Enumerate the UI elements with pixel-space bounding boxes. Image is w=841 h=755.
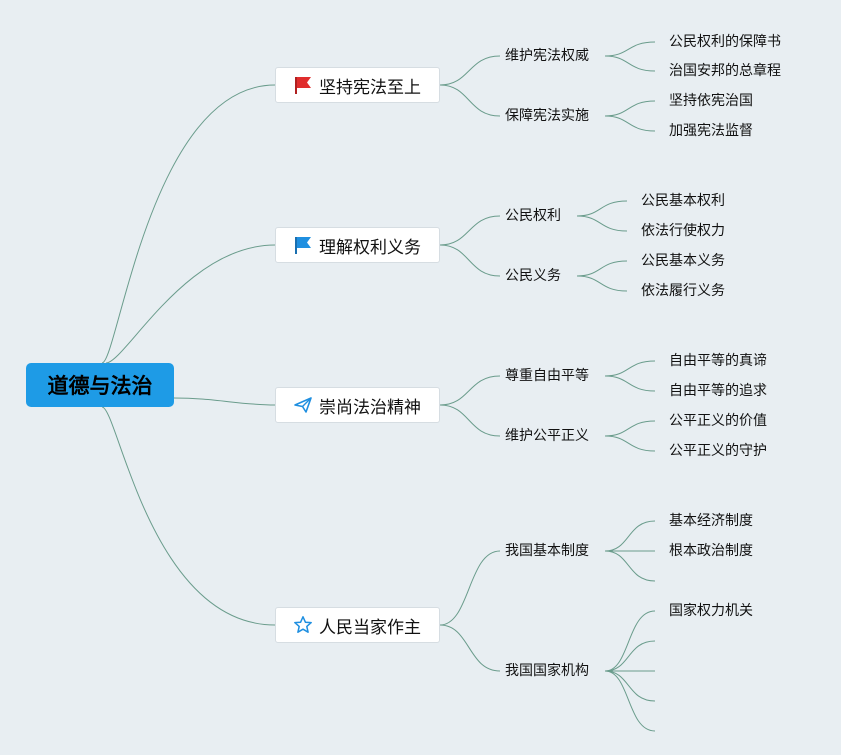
connector-line	[604, 420, 656, 437]
star-outline-icon	[293, 615, 313, 635]
connector-line	[604, 100, 656, 117]
red-flag-icon	[293, 75, 313, 95]
connector-line	[576, 200, 628, 217]
paper-plane-icon	[293, 395, 313, 415]
connector-line	[604, 610, 656, 672]
connector-line	[439, 84, 501, 117]
root-topic-label: 道德与法治	[47, 374, 153, 398]
leaf-topic[interactable]: 依法行使权力	[641, 223, 725, 239]
branch-topic-people-masters[interactable]: 人民当家作主	[275, 607, 440, 643]
branch-topic-label: 坚持宪法至上	[319, 77, 421, 98]
leaf-topic[interactable]: 公平正义的守护	[669, 443, 767, 459]
branch-topic-label: 理解权利义务	[319, 237, 421, 258]
leaf-topic[interactable]: 基本经济制度	[669, 513, 753, 529]
root-topic[interactable]: 道德与法治	[26, 363, 174, 407]
connector-line	[439, 375, 501, 406]
connector-line	[604, 640, 656, 672]
connector-line	[105, 244, 276, 364]
connector-line	[576, 260, 628, 277]
subtopic[interactable]: 我国基本制度	[505, 543, 589, 559]
leaf-topic[interactable]: 依法履行义务	[641, 283, 725, 299]
connector-line	[604, 520, 656, 552]
connector-line	[439, 404, 501, 437]
connector-line	[439, 624, 501, 672]
connector-line	[604, 55, 656, 72]
leaf-topic[interactable]: 公民基本权利	[641, 193, 725, 209]
connector-line	[604, 670, 656, 732]
branch-topic-rule-of-law[interactable]: 崇尚法治精神	[275, 387, 440, 423]
connector-line	[604, 375, 656, 392]
subtopic[interactable]: 维护公平正义	[505, 428, 589, 444]
connector-line	[576, 275, 628, 292]
connector-line	[604, 360, 656, 377]
connector-line	[101, 406, 276, 626]
branch-topic-label: 人民当家作主	[319, 617, 421, 638]
leaf-topic[interactable]: 国家权力机关	[669, 603, 753, 619]
blue-flag-icon	[293, 235, 313, 255]
leaf-topic[interactable]: 加强宪法监督	[669, 123, 753, 139]
subtopic[interactable]: 尊重自由平等	[505, 368, 589, 384]
leaf-topic[interactable]: 公民权利的保障书	[669, 34, 781, 50]
connector-line	[439, 244, 501, 277]
branch-topic-constitution[interactable]: 坚持宪法至上	[275, 67, 440, 103]
leaf-topic[interactable]: 治国安邦的总章程	[669, 63, 781, 79]
subtopic[interactable]: 我国国家机构	[505, 663, 589, 679]
leaf-topic[interactable]: 坚持依宪治国	[669, 93, 753, 109]
connector-line	[604, 670, 656, 702]
subtopic[interactable]: 公民义务	[505, 268, 561, 284]
subtopic[interactable]: 保障宪法实施	[505, 108, 589, 124]
leaf-topic[interactable]: 公民基本义务	[641, 253, 725, 269]
connector-line	[604, 435, 656, 452]
connector-line	[173, 397, 276, 406]
connector-line	[576, 215, 628, 232]
leaf-topic[interactable]: 根本政治制度	[669, 543, 753, 559]
connector-line	[439, 550, 501, 626]
connector-line	[604, 550, 656, 582]
leaf-topic[interactable]: 自由平等的真谛	[669, 353, 767, 369]
connector-line	[604, 115, 656, 132]
branch-topic-label: 崇尚法治精神	[319, 397, 421, 418]
connector-line	[604, 41, 656, 57]
leaf-topic[interactable]: 公平正义的价值	[669, 413, 767, 429]
subtopic[interactable]: 公民权利	[505, 208, 561, 224]
connector-line	[101, 84, 276, 364]
connector-line	[439, 215, 501, 246]
subtopic[interactable]: 维护宪法权威	[505, 48, 589, 64]
connector-line	[439, 55, 501, 86]
leaf-topic[interactable]: 自由平等的追求	[669, 383, 767, 399]
branch-topic-rights-duties[interactable]: 理解权利义务	[275, 227, 440, 263]
